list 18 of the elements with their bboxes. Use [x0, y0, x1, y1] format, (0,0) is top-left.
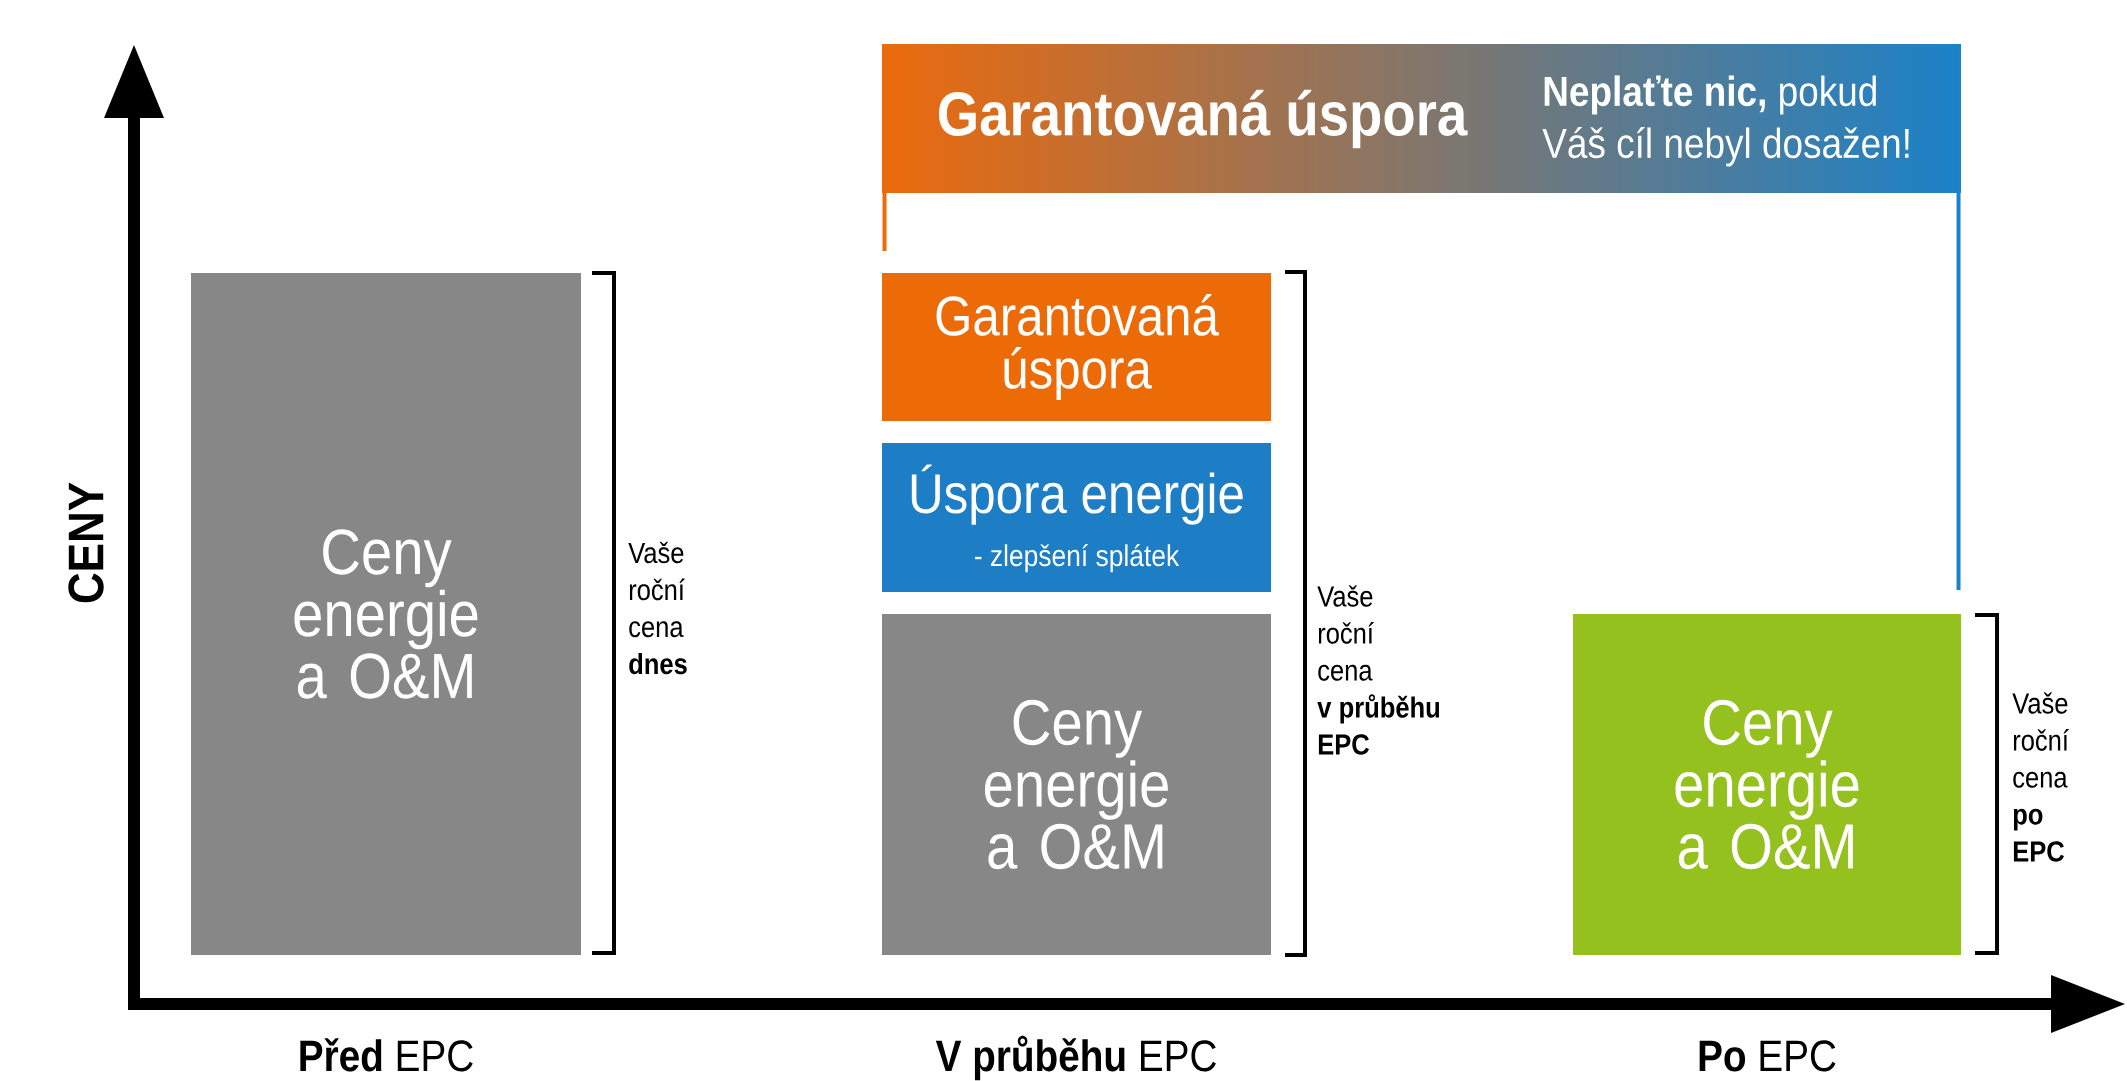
bar-segment: Ceny energie a O&M: [882, 614, 1271, 955]
bracket-label: Vaše roční cena v průběhu EPC: [1317, 585, 1440, 755]
bracket-label: Vaše roční cena po EPC: [2012, 692, 2069, 862]
bar-segment: Garantovaná úspora: [882, 273, 1271, 421]
banner-text: Neplaťte nic, pokud Váš cíl nebyl dosažen!: [1542, 75, 1909, 167]
category-label: Před EPC: [300, 1038, 473, 1072]
connector-line: [882, 193, 887, 251]
bar-segment: [882, 443, 1271, 592]
segment-title: Úspora energie: [911, 464, 1243, 525]
connector-line: [1956, 193, 1961, 590]
price-bar: Ceny energie a O&M: [191, 273, 581, 955]
price-bar: Ceny energie a O&M: [1573, 614, 1962, 955]
category-label: Po EPC: [1699, 1040, 1836, 1072]
category-label: V průběhu EPC: [935, 1035, 1216, 1081]
banner-title: Garantovaná úspora: [938, 89, 1468, 149]
segment-subtitle: - zlepšení splátek: [974, 543, 1180, 573]
bracket-label: Vaše roční cena dnes: [628, 541, 687, 675]
axis-label: CENY: [68, 482, 104, 603]
